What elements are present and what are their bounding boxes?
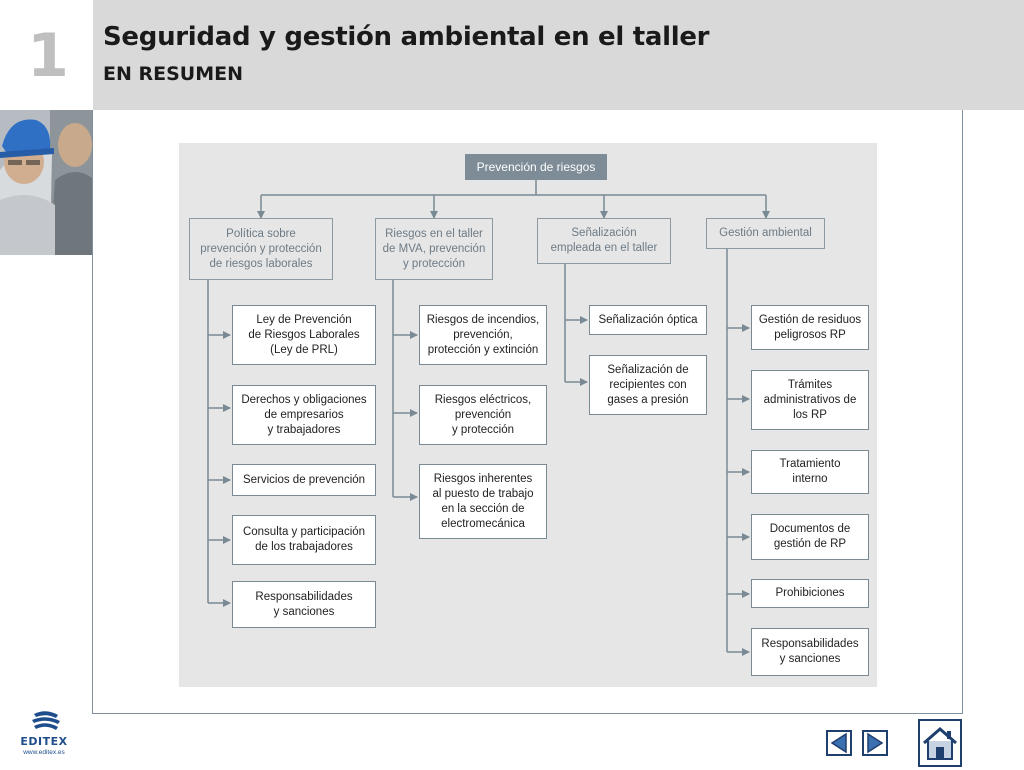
node-riesgos-inherentes: Riesgos inherentes al puesto de trabajo … (419, 464, 547, 539)
node-prohibiciones: Prohibiciones (751, 579, 869, 608)
prev-button[interactable] (826, 730, 852, 756)
node-category-policy: Política sobre prevención y protección d… (189, 218, 333, 280)
chapter-number: 1 (27, 21, 69, 91)
node-responsabilidades-sanciones-2: Responsabilidades y sanciones (751, 628, 869, 676)
node-tratamiento-interno: Tratamiento interno (751, 450, 869, 494)
page-title: Seguridad y gestión ambiental en el tall… (103, 22, 710, 52)
next-button[interactable] (862, 730, 888, 756)
node-tramites-administrativos: Trámites administrativos de los RP (751, 370, 869, 430)
node-derechos-obligaciones: Derechos y obligaciones de empresarios y… (232, 385, 376, 445)
home-icon (923, 727, 957, 760)
node-senalizacion-optica: Señalización óptica (589, 305, 707, 335)
node-responsabilidades-sanciones-1: Responsabilidades y sanciones (232, 581, 376, 628)
node-documentos-gestion: Documentos de gestión de RP (751, 514, 869, 560)
node-category-risks: Riesgos en el taller de MVA, prevención … (375, 218, 493, 280)
editex-logo-icon (32, 711, 60, 730)
node-riesgos-electricos: Riesgos eléctricos, prevención y protecc… (419, 385, 547, 445)
concept-map: Prevención de riesgos Política sobre pre… (179, 143, 877, 687)
node-consulta-participacion: Consulta y participación de los trabajad… (232, 515, 376, 565)
page-subtitle: EN RESUMEN (103, 63, 244, 85)
node-category-environment: Gestión ambiental (706, 218, 825, 249)
node-senalizacion-recipientes: Señalización de recipientes con gases a … (589, 355, 707, 415)
node-ley-prl: Ley de Prevención de Riesgos Laborales (… (232, 305, 376, 365)
node-root: Prevención de riesgos (465, 154, 607, 180)
node-riesgos-incendios: Riesgos de incendios, prevención, protec… (419, 305, 547, 365)
next-arrow-icon (867, 732, 884, 754)
logo-url: www.editex.es (23, 749, 65, 756)
editex-logo (12, 710, 80, 760)
prev-arrow-icon (830, 732, 847, 754)
connector-lines (207, 180, 770, 656)
node-servicios-prevencion: Servicios de prevención (232, 464, 376, 496)
node-category-signage: Señalización empleada en el taller (537, 218, 671, 264)
node-gestion-residuos: Gestión de residuos peligrosos RP (751, 305, 869, 350)
home-button[interactable] (918, 719, 962, 767)
header-bar (93, 0, 1024, 110)
workers-photo (0, 110, 92, 255)
logo-text: EDITEX (20, 735, 68, 748)
